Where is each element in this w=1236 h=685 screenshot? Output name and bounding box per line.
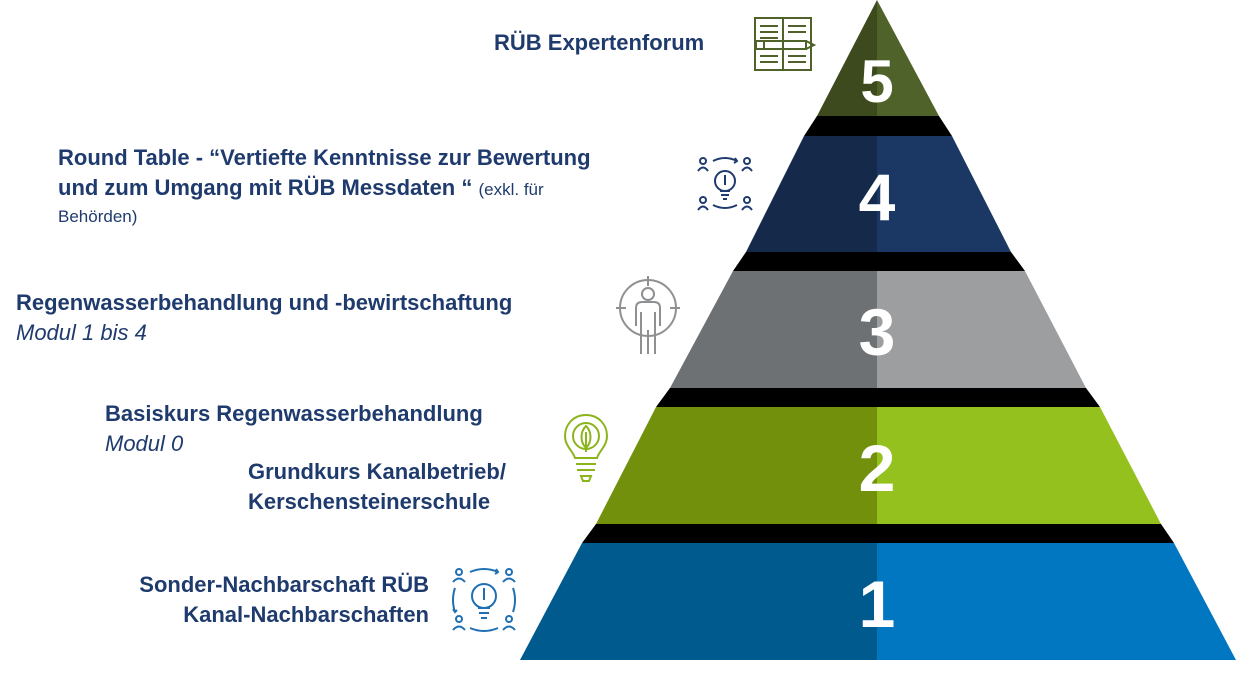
level-4-title-line-2: und zum Umgang mit RÜB Messdaten “ bbox=[58, 175, 473, 200]
book-pencil-icon bbox=[754, 17, 816, 71]
pyramid-level-3: 3 bbox=[670, 271, 1086, 388]
level-3-label: Regenwasserbehandlung und -bewirtschaftu… bbox=[16, 288, 512, 348]
target-person-icon bbox=[616, 276, 680, 354]
lightbulb-gear-icon bbox=[563, 413, 609, 482]
pyramid-level-2: 2 bbox=[596, 407, 1161, 524]
level-2-subtitle: Modul 0 bbox=[105, 431, 184, 456]
level-3-right-face bbox=[877, 271, 1086, 388]
pyramid-level-5: 5 bbox=[817, 0, 939, 116]
separator-band bbox=[582, 524, 1174, 543]
level-4-note-inline: (exkl. für bbox=[478, 180, 544, 199]
level-2-left-face bbox=[596, 407, 877, 524]
level-3-title: Regenwasserbehandlung und -bewirtschaftu… bbox=[16, 290, 513, 315]
level-4-left-face bbox=[746, 136, 877, 252]
level-1-right-face bbox=[877, 543, 1236, 660]
level-3-left-face bbox=[670, 271, 877, 388]
level-2-title2-line-1: Grundkurs Kanalbetrieb/ bbox=[248, 459, 506, 484]
level-1-title-line-1: Sonder-Nachbarschaft RÜB bbox=[139, 572, 429, 597]
level-4-label: Round Table - “Vertiefte Kenntnisse zur … bbox=[58, 143, 591, 229]
level-2-title: Basiskurs Regenwasserbehandlung bbox=[105, 401, 483, 426]
level-1-title-line-2: Kanal-Nachbarschaften bbox=[183, 602, 429, 627]
level-4-right-face bbox=[877, 136, 1011, 252]
level-1-number: 1 bbox=[859, 567, 896, 641]
separator-band bbox=[804, 116, 952, 136]
level-2-number: 2 bbox=[859, 431, 896, 505]
level-5-label: RÜB Expertenforum bbox=[494, 28, 704, 58]
level-3-number: 3 bbox=[859, 295, 896, 369]
pyramid-level-1: 1 bbox=[520, 543, 1236, 660]
level-5-right-face bbox=[877, 0, 939, 116]
level-4-note-line: Behörden) bbox=[58, 207, 138, 226]
level-2-secondary-label: Grundkurs Kanalbetrieb/ Kerschensteiners… bbox=[248, 457, 506, 517]
level-5-number: 5 bbox=[860, 48, 893, 115]
separator-band bbox=[656, 388, 1100, 407]
level-4-number: 4 bbox=[859, 160, 896, 234]
level-1-label: Sonder-Nachbarschaft RÜB Kanal-Nachbarsc… bbox=[139, 570, 429, 630]
pyramid-level-4: 4 bbox=[746, 136, 1011, 252]
level-4-title-line-1: Round Table - “Vertiefte Kenntnisse zur … bbox=[58, 145, 591, 170]
level-2-title2-line-2: Kerschensteinerschule bbox=[248, 489, 491, 514]
level-5-title: RÜB Expertenforum bbox=[494, 30, 705, 55]
level-2-label: Basiskurs Regenwasserbehandlung Modul 0 bbox=[105, 399, 483, 459]
level-5-left-face bbox=[817, 0, 877, 116]
level-2-right-face bbox=[877, 407, 1161, 524]
teamwork-idea-icon bbox=[452, 568, 516, 632]
level-1-left-face bbox=[520, 543, 877, 660]
teamwork-idea-icon bbox=[697, 157, 753, 211]
level-3-subtitle: Modul 1 bis 4 bbox=[16, 320, 147, 345]
separator-band bbox=[733, 252, 1025, 271]
